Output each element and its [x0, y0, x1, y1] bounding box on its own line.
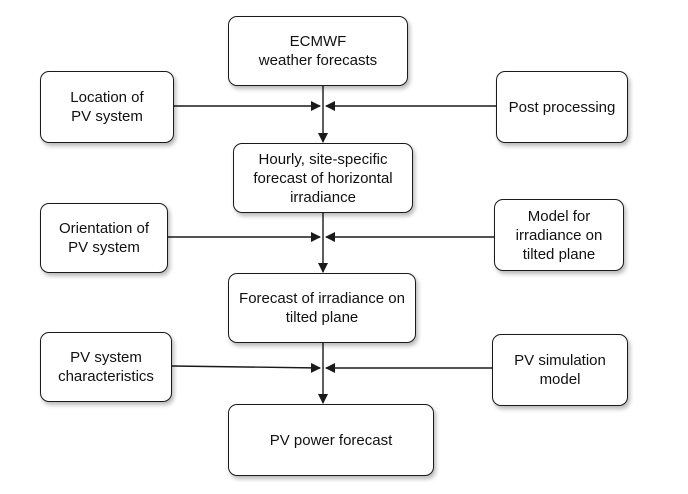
node-pv-simulation-label: PV simulation model: [514, 352, 606, 388]
node-post-processing-label: Post processing: [508, 98, 616, 116]
node-pv-power-label: PV power forecast: [269, 431, 393, 449]
node-hourly-forecast-label: Hourly, site-specific forecast of horizo…: [253, 150, 393, 206]
node-tilted-forecast: Forecast of irradiance on tilted plane: [228, 273, 416, 343]
node-model-irradiance: Model for irradiance on tilted plane: [494, 199, 624, 271]
node-ecmwf-label: ECMWF weather forecasts: [258, 33, 378, 69]
node-tilted-forecast-label: Forecast of irradiance on tilted plane: [239, 290, 405, 326]
node-hourly-forecast: Hourly, site-specific forecast of horizo…: [233, 143, 413, 213]
node-location-label: Location of PV system: [70, 89, 144, 125]
node-post-processing: Post processing: [496, 71, 628, 143]
node-pv-characteristics-label: PV system characteristics: [58, 349, 154, 385]
node-orientation-label: Orientation of PV system: [58, 220, 150, 256]
node-pv-simulation: PV simulation model: [492, 334, 628, 406]
node-ecmwf: ECMWF weather forecasts: [228, 16, 408, 86]
node-location: Location of PV system: [40, 71, 174, 143]
node-orientation: Orientation of PV system: [40, 203, 168, 273]
arrow-characteristics-to-junction-3: [171, 362, 321, 373]
node-pv-power: PV power forecast: [228, 404, 434, 476]
node-model-irradiance-label: Model for irradiance on tilted plane: [515, 207, 603, 263]
node-pv-characteristics: PV system characteristics: [40, 332, 172, 402]
